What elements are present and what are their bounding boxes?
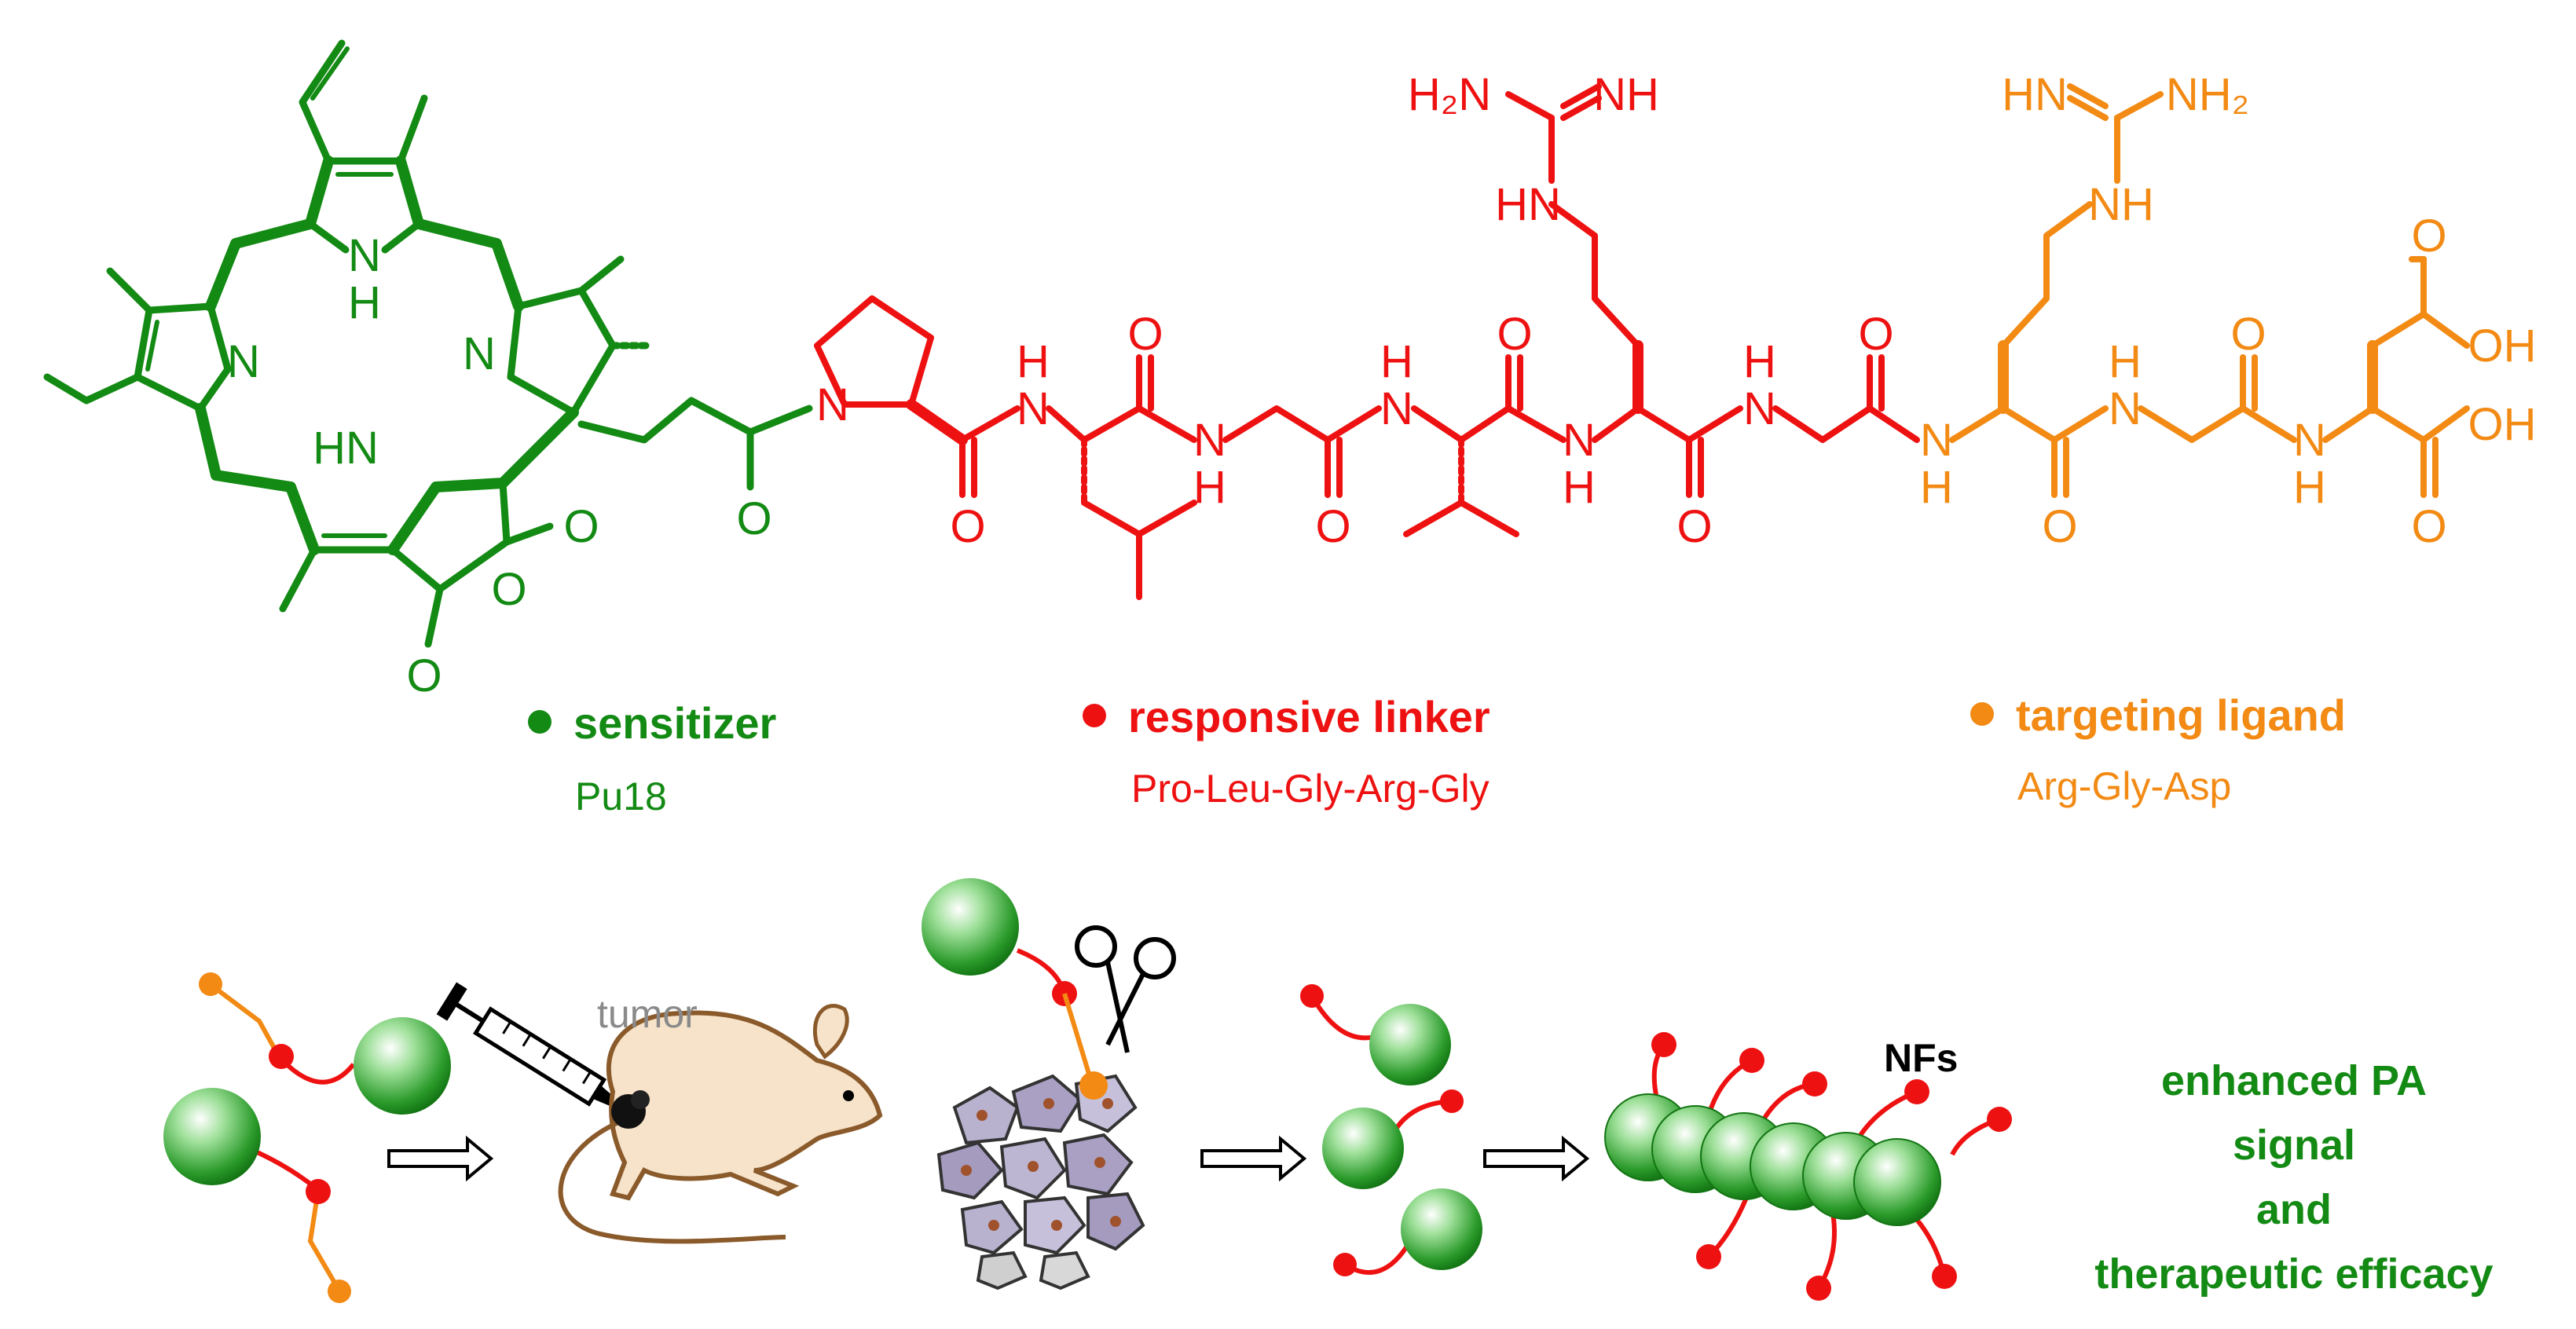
linker-dot-icon: [1083, 704, 1106, 728]
atom-arg1-o: O: [1676, 501, 1712, 552]
mouse-icon: [558, 1004, 883, 1244]
outcome-line-1: enhanced PA: [2160, 1057, 2428, 1104]
probe-molecule-top: [199, 972, 451, 1115]
atom-arg1-guan-nh: NH: [1593, 69, 1659, 120]
released-molecules: [1300, 984, 1482, 1276]
scissors-icon: [1075, 925, 1176, 1053]
atom-porphyrin-hn-bottom: HN: [313, 423, 379, 474]
atom-gly1-o: O: [1315, 501, 1350, 552]
atom-porphyrin-n-top: N: [348, 230, 381, 281]
atom-arg1-n: N: [1563, 415, 1596, 466]
atom-amide-o-pro: O: [736, 493, 771, 544]
atom-gly2-n: N: [1743, 383, 1776, 434]
legend-linker-title: responsive linker: [1083, 691, 1490, 742]
atom-gly1-h: H: [1193, 462, 1226, 513]
atom-gly2-o: O: [1858, 309, 1893, 360]
atom-pro-o: O: [950, 501, 985, 552]
ligand-structure: [1949, 83, 2470, 498]
ligand-dot-icon: [1970, 702, 1994, 727]
atom-arg2-n: N: [1920, 415, 1953, 466]
atom-porphyrin-n-right: N: [463, 328, 496, 379]
atom-anhydride-o-ring: O: [491, 564, 526, 615]
legend-sensitizer-title: sensitizer: [528, 697, 776, 749]
atom-porphyrin-n-left: N: [227, 336, 260, 387]
atom-val-h: H: [1380, 336, 1413, 387]
outcome-line-2: signal: [2232, 1122, 2356, 1169]
legend-sensitizer-subtitle: Pu18: [575, 774, 667, 818]
linker-title-text: responsive linker: [1128, 692, 1490, 741]
atom-gly2-h: H: [1743, 336, 1776, 387]
ligand-title-text: targeting ligand: [2016, 690, 2346, 740]
cleavage-molecule: [922, 878, 1108, 1100]
atom-arg1-guan-hn: HN: [1495, 179, 1561, 230]
outcome-text: enhanced PA signal and therapeutic effic…: [2027, 1049, 2561, 1306]
atom-arg1-h: H: [1563, 462, 1596, 513]
sensitizer-dot-icon: [528, 710, 551, 734]
atom-asp-n: N: [2293, 415, 2326, 466]
nanofibers-label: NFs: [1884, 1036, 1959, 1080]
sensitizer-structure: [43, 39, 813, 648]
tumor-label: tumor: [597, 992, 698, 1036]
atom-porphyrin-h-top: H: [348, 277, 381, 328]
atom-asp-oh1: OH: [2468, 320, 2537, 372]
atom-arg2-h: H: [1920, 462, 1953, 513]
atom-gly1-n: N: [1193, 415, 1226, 466]
atom-pro-n: N: [816, 379, 849, 430]
atom-asp-h: H: [2293, 462, 2326, 513]
atom-gly3-n: N: [2109, 383, 2142, 434]
atom-asp-oh2: OH: [2468, 399, 2537, 450]
nanofiber-assembly: [1604, 1032, 2012, 1301]
outcome-line-3: and: [2255, 1186, 2332, 1233]
atom-anhydride-o1: O: [563, 501, 599, 552]
atom-arg2-guan-nh: NH: [2088, 179, 2154, 230]
process-arrows: [387, 1135, 1590, 1182]
tumor-tissue-icon: [936, 1074, 1145, 1291]
atom-arg2-guan-nh2: NH₂: [2166, 69, 2249, 120]
arrow-3-icon: [1483, 1135, 1590, 1182]
atom-gly3-o: O: [2230, 309, 2266, 360]
atom-arg2-guan-hn: HN: [2002, 69, 2068, 120]
atom-anhydride-o2: O: [406, 650, 442, 701]
linker-structure: [814, 83, 1920, 600]
atom-leu-h: H: [1017, 336, 1050, 387]
legend-ligand-title: targeting ligand: [1970, 690, 2346, 741]
atom-leu-o: O: [1127, 309, 1163, 360]
outcome-line-4: therapeutic efficacy: [2094, 1250, 2494, 1298]
legend-linker-subtitle: Pro-Leu-Gly-Arg-Gly: [1131, 767, 1490, 811]
sensitizer-title-text: sensitizer: [573, 698, 777, 748]
legend-ligand-subtitle: Arg-Gly-Asp: [2017, 764, 2232, 808]
arrow-2-icon: [1200, 1135, 1307, 1182]
atom-asp-o2: O: [2411, 501, 2446, 552]
atom-val-o: O: [1497, 309, 1532, 360]
arrow-1-icon: [387, 1135, 494, 1182]
atom-gly3-h: H: [2109, 336, 2142, 387]
atom-arg1-guan-h2n: H₂N: [1408, 69, 1491, 120]
atom-asp-o1: O: [2411, 211, 2446, 262]
atom-arg2-o: O: [2042, 501, 2077, 552]
atom-leu-n: N: [1017, 383, 1050, 434]
probe-molecule-bottom: [163, 1088, 351, 1303]
atom-val-n: N: [1380, 383, 1413, 434]
